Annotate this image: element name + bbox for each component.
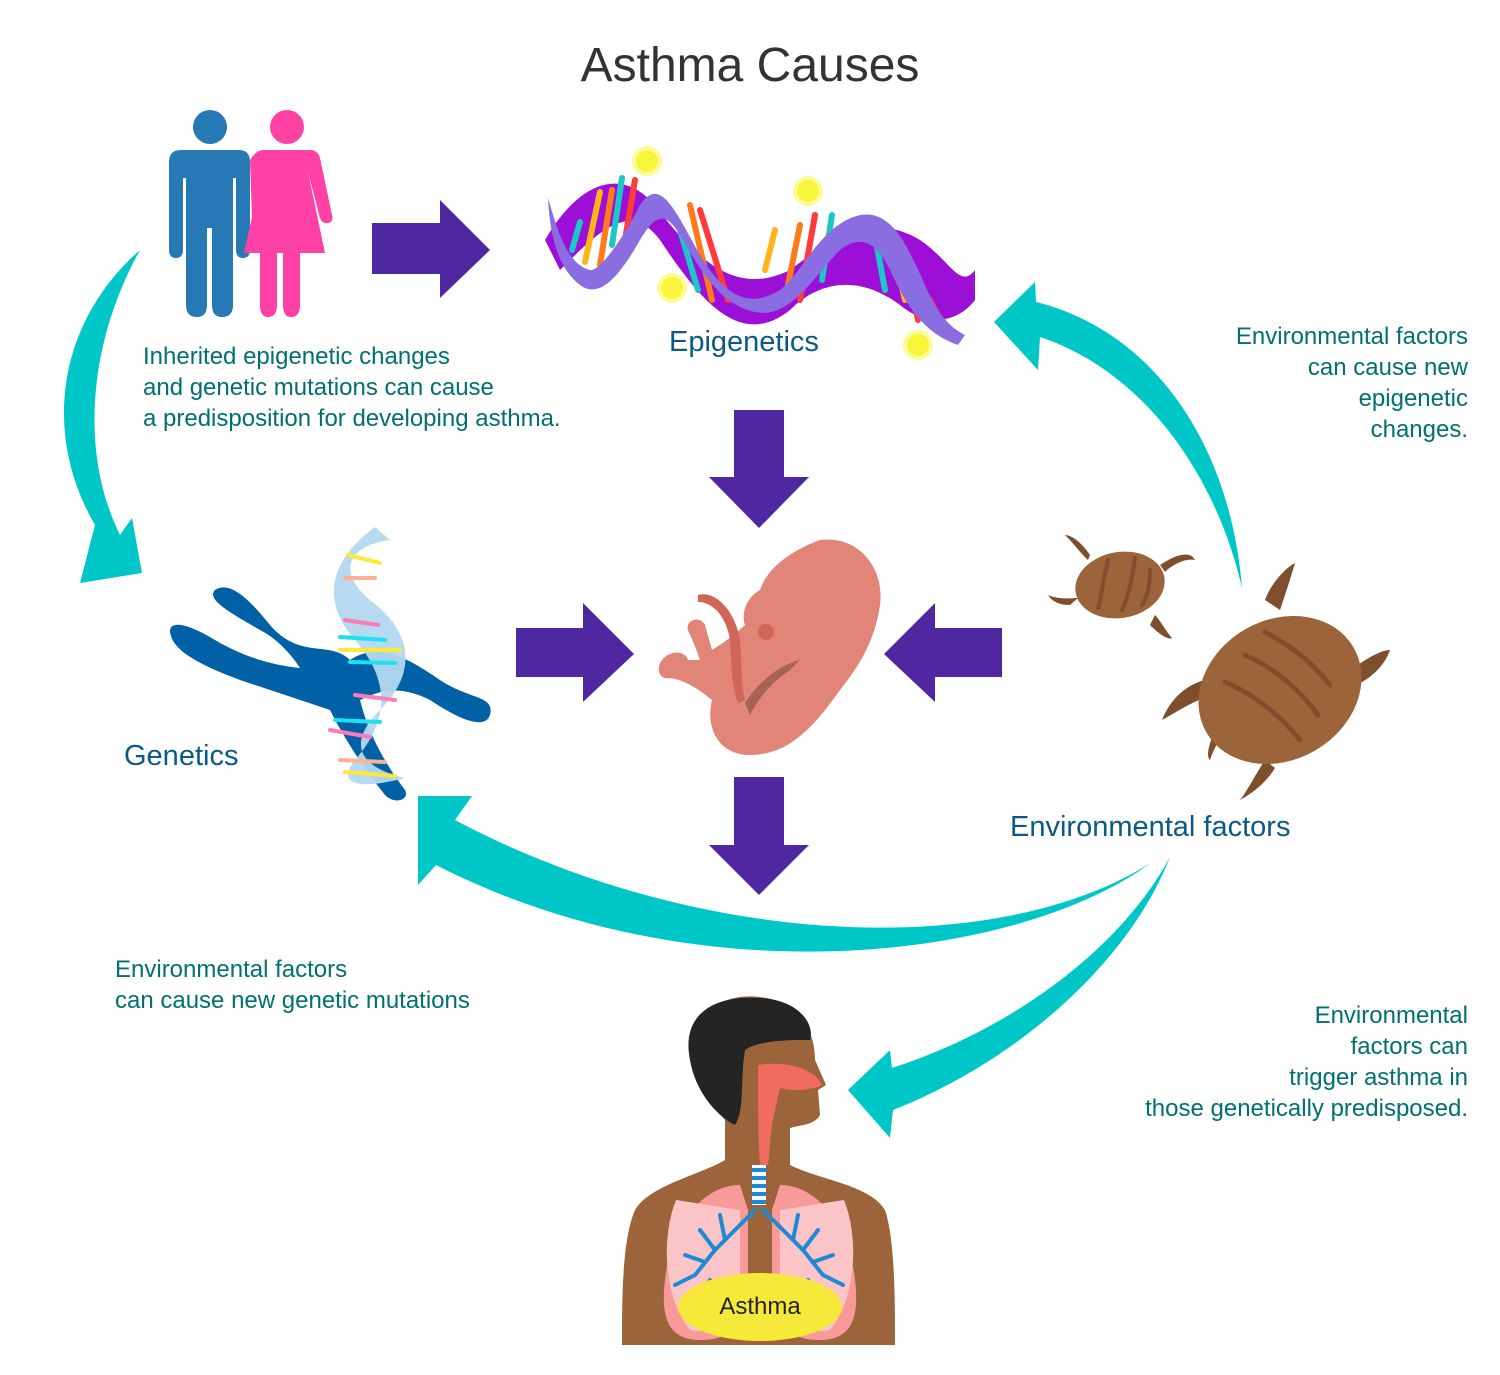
- bronchi: [673, 1208, 845, 1302]
- dna-helix-icon: [545, 146, 975, 360]
- trachea: [752, 1165, 766, 1205]
- arrow-genetics-to-fetus: [516, 603, 634, 702]
- arrow-epigenetics-to-fetus: [709, 410, 809, 528]
- female-figure-icon: [244, 110, 333, 317]
- arrow-fetus-to-asthma: [709, 777, 809, 895]
- environmental-factors-label: Environmental factors: [1010, 811, 1291, 843]
- asthma-ellipse: [678, 1273, 842, 1341]
- note-inherited-predisposition: Inherited epigenetic changes and genetic…: [143, 343, 561, 432]
- curved-arrow-env-to-asthma: [848, 857, 1170, 1138]
- diagram-title: Asthma Causes: [580, 39, 920, 92]
- note-env-trigger-asthma: Environmental factors can trigger asthma…: [1145, 1002, 1468, 1122]
- epigenetics-label: Epigenetics: [669, 326, 819, 358]
- human-respiratory-icon: [622, 996, 895, 1345]
- genetics-label: Genetics: [124, 740, 239, 772]
- arrow-parents-to-epigenetics: [372, 200, 490, 298]
- dust-mite-small-icon: [1048, 535, 1195, 639]
- asthma-label: Asthma: [719, 1293, 801, 1320]
- hair: [688, 997, 811, 1125]
- chromosome-icon: [170, 527, 491, 801]
- curved-arrow-env-to-genetics: [418, 796, 1152, 952]
- male-figure-icon: [169, 110, 250, 317]
- parents-icon: [169, 110, 333, 317]
- note-env-genetic-mutations: Environmental factors can cause new gene…: [115, 956, 470, 1014]
- arrow-env-to-fetus: [884, 603, 1002, 702]
- curved-arrow-parents-to-genetics: [63, 250, 142, 583]
- curved-arrow-env-to-epigenetics: [994, 282, 1242, 588]
- dust-mite-icon: [1048, 535, 1390, 800]
- fetus-icon: [658, 539, 881, 755]
- note-env-epigenetic-changes: Environmental factors can cause new epig…: [1235, 323, 1468, 443]
